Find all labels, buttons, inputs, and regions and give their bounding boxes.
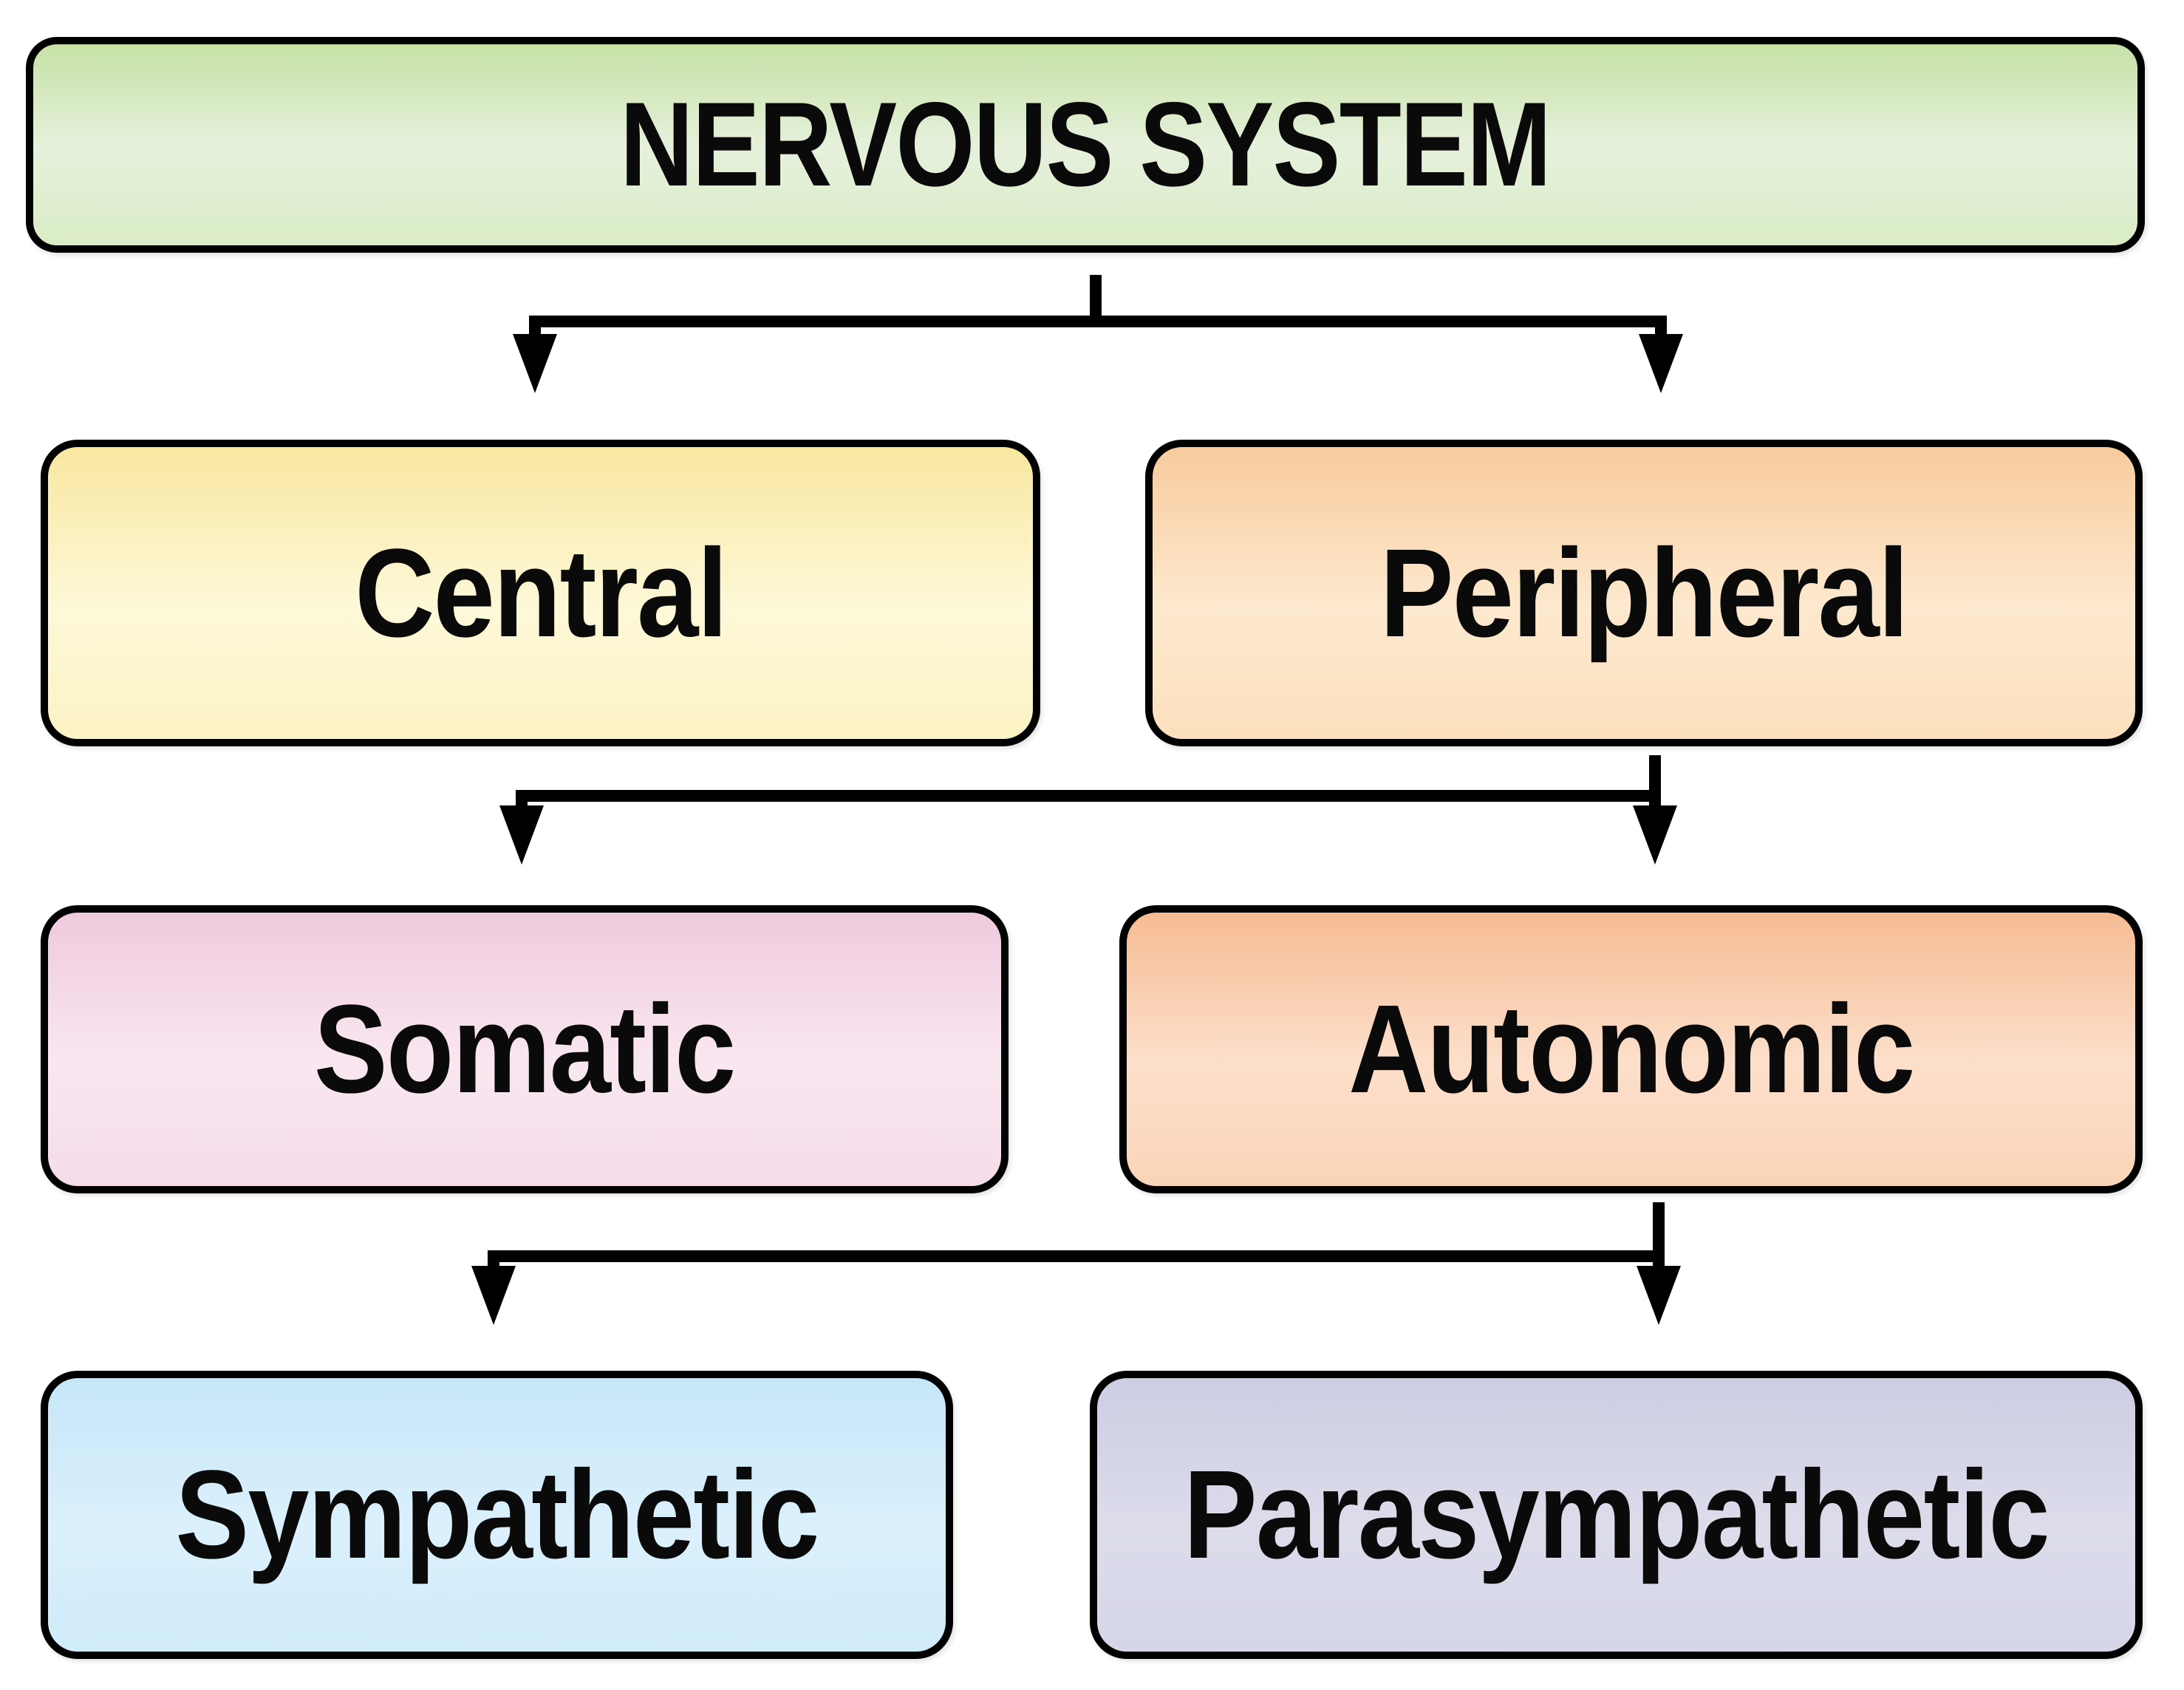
node-somatic: Somatic <box>41 905 1009 1193</box>
edge-peripheral-to-somatic-autonomic <box>516 755 1661 814</box>
node-autonomic: Autonomic <box>1119 905 2143 1193</box>
arrowhead-to-parasympathetic <box>1637 1266 1681 1325</box>
node-peripheral-label: Peripheral <box>1379 522 1909 664</box>
node-nervous-system-label: NERVOUS SYSTEM <box>620 78 1552 211</box>
arrowhead-to-somatic <box>499 805 544 865</box>
arrowhead-to-peripheral <box>1639 334 1683 393</box>
node-sympathetic-label: Sympathetic <box>175 1445 819 1585</box>
arrowhead-to-central <box>513 334 557 393</box>
node-autonomic-label: Autonomic <box>1348 979 1915 1120</box>
node-peripheral: Peripheral <box>1145 440 2143 746</box>
edge-autonomic-to-sympathetic-parasympathetic <box>488 1202 1665 1275</box>
arrowhead-to-autonomic <box>1633 805 1677 865</box>
arrowhead-to-sympathetic <box>471 1266 516 1325</box>
node-central: Central <box>41 440 1040 746</box>
edge-nervous-to-central-peripheral <box>529 275 1667 343</box>
node-nervous-system: NERVOUS SYSTEM <box>26 37 2145 253</box>
node-somatic-label: Somatic <box>314 979 736 1120</box>
node-sympathetic: Sympathetic <box>41 1371 953 1659</box>
node-parasympathetic: Parasympathetic <box>1090 1371 2143 1659</box>
node-central-label: Central <box>354 522 728 664</box>
node-parasympathetic-label: Parasympathetic <box>1183 1445 2050 1585</box>
